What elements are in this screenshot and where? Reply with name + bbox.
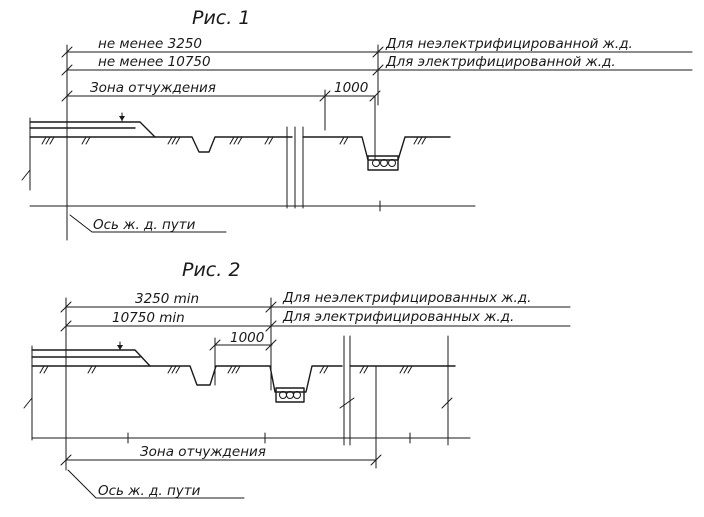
dim-10750-min-label: 10750 min [112, 310, 185, 326]
figure-1-title: Рис. 1 [192, 7, 250, 29]
dim-1000-1: 1000 [334, 80, 368, 96]
dimension-3250-label: не менее 3250 [98, 36, 202, 52]
figure-2: Рис. 2 3250 min Для неэлектрифицированны… [23, 259, 571, 499]
ground-profile-2 [23, 335, 471, 446]
label-nonelectrified-2: Для неэлектрифицированных ж.д. [282, 290, 531, 306]
label-electrified-2: Для электрифицированных ж.д. [282, 309, 514, 325]
dimension-3250: не менее 3250 Для неэлектрифицированной … [61, 36, 693, 58]
label-nonelectrified-1: Для неэлектрифицированной ж.д. [385, 36, 633, 52]
track-axis-1: Ось ж. д. пути [93, 217, 196, 233]
figure-1: Рис. 1 не менее 3250 Для неэлектрифициро… [21, 7, 693, 241]
zone-dimension-1: Зона отчуждения 1000 [61, 80, 381, 102]
dimension-10750-min: 10750 min Для электрифицированных ж.д. [60, 309, 571, 332]
zone-dimension-2: Зона отчуждения [60, 365, 382, 469]
dim-1000-group-2: 1000 [209, 330, 277, 386]
label-electrified-1: Для электрифицированной ж.д. [385, 54, 616, 70]
dim-1000-2: 1000 [230, 330, 264, 346]
figure-2-title: Рис. 2 [182, 259, 240, 281]
dim-3250-min-label: 3250 min [135, 291, 199, 307]
dimension-10750: не менее 10750 Для электрифицированной ж… [61, 54, 693, 76]
ground-profile-1 [21, 112, 476, 212]
zone-label-2: Зона отчуждения [140, 444, 266, 460]
dimension-10750-label: не менее 10750 [98, 54, 211, 70]
track-axis-2: Ось ж. д. пути [98, 483, 201, 499]
zone-label-1: Зона отчуждения [90, 80, 216, 96]
dimension-3250-min: 3250 min Для неэлектрифицированных ж.д. [60, 290, 571, 313]
